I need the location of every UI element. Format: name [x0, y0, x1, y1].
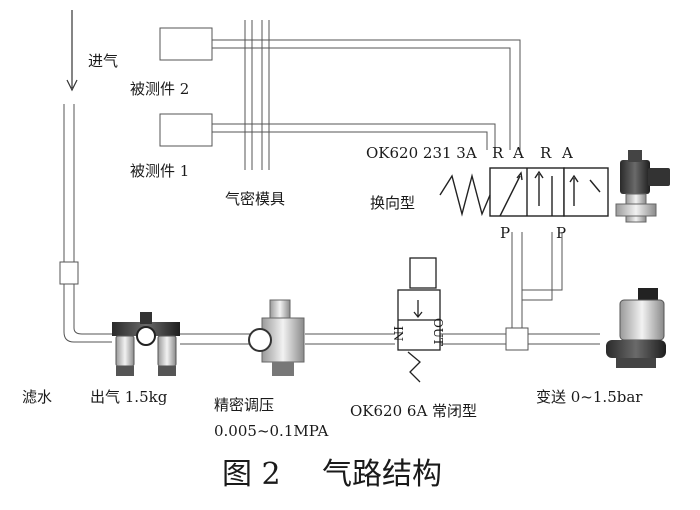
dut1-box: [159, 113, 213, 147]
drain-label: 滤水: [22, 388, 53, 406]
tee-fitting: [505, 327, 529, 351]
valve-in-label: IN: [391, 326, 405, 342]
port-r2-label: R: [540, 144, 552, 162]
pressure-transmitter: [606, 288, 666, 368]
nc-valve-symbol: [397, 257, 441, 383]
port-a1-label: A: [513, 144, 524, 162]
transmitter-label: 变送 0~1.5bar: [536, 388, 643, 406]
main-pipes: [63, 20, 600, 345]
regulator-unit: [248, 299, 305, 376]
dut2-label: 被测件 2: [130, 80, 190, 98]
nc-valve-label: OK620 6A 常闭型: [350, 402, 478, 420]
dut2-box: [159, 27, 213, 61]
outlet-label: 出气 1.5kg: [90, 388, 168, 406]
directional-valve-symbol: [439, 167, 609, 217]
figure-number: 图 2: [222, 457, 281, 492]
drain-fitting: [59, 261, 79, 285]
port-r1-label: R: [492, 144, 504, 162]
figure-title: 气路结构: [322, 457, 442, 492]
regulator-range-label: 0.005~0.1MPA: [214, 422, 329, 440]
dut1-label: 被测件 1: [130, 162, 190, 180]
port-p2-label: P: [556, 224, 567, 242]
port-p1-label: P: [500, 224, 511, 242]
solenoid-valve-image: [615, 150, 670, 223]
directional-type-label: 换向型: [370, 194, 416, 212]
regulator-label: 精密调压: [214, 396, 275, 414]
valve-out-label: OUT: [431, 318, 445, 346]
inlet-label: 进气: [88, 52, 119, 70]
filter-unit: [112, 312, 180, 376]
inlet-arrow: [66, 10, 78, 92]
port-a2-label: A: [562, 144, 573, 162]
fixture-label: 气密模具: [225, 190, 286, 208]
valve-model-label: OK620 231 3A: [366, 144, 477, 162]
